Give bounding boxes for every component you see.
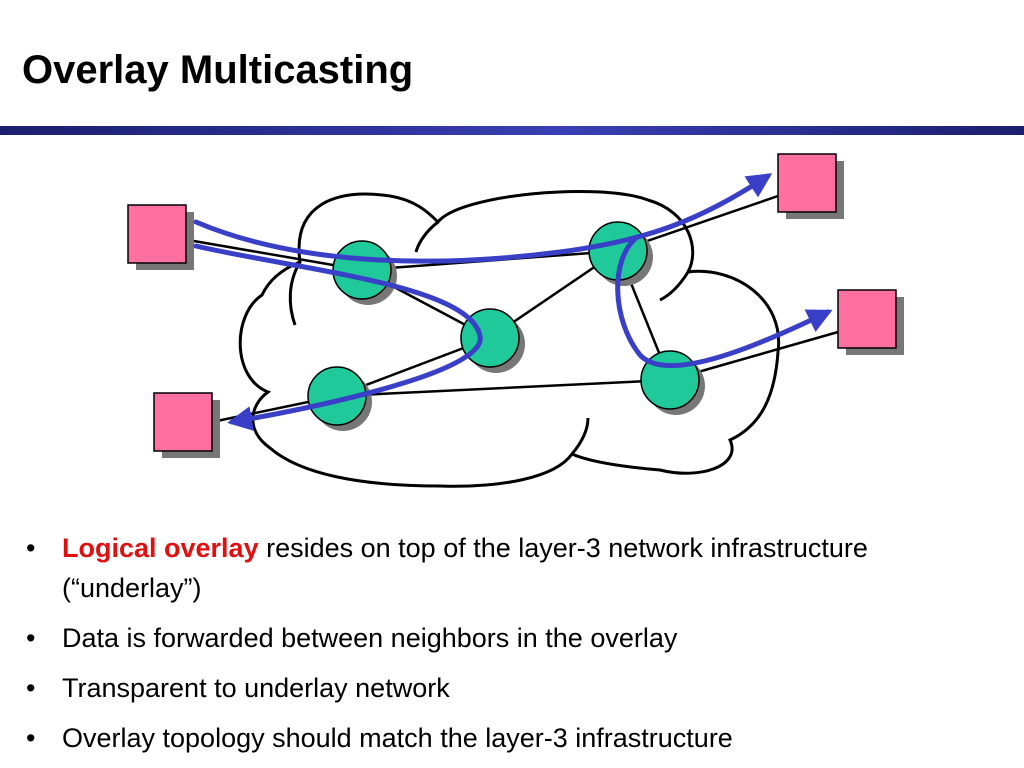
bullet-item: • Transparent to underlay network <box>22 668 1002 708</box>
host-b <box>777 153 844 219</box>
bullet-text: Data is forwarded between neighbors in t… <box>62 623 678 653</box>
bullet-text: Overlay topology should match the layer-… <box>62 723 733 753</box>
host-a <box>127 204 194 270</box>
overlay-path-to-host-b <box>193 173 773 264</box>
host-c <box>837 289 904 355</box>
bullet-text: Transparent to underlay network <box>62 673 450 703</box>
bullet-dot: • <box>26 533 36 563</box>
title-rule <box>0 126 1024 135</box>
bullet-dot: • <box>26 623 36 653</box>
overlay-diagram <box>127 153 904 488</box>
bullet-dot: • <box>26 673 36 703</box>
bullet-item: • Logical overlay resides on top of the … <box>22 528 1002 608</box>
overlay-path-to-host-c <box>615 235 833 369</box>
link-router4-router5 <box>336 378 671 398</box>
bullet-item: • Data is forwarded between neighbors in… <box>22 618 1002 658</box>
overlay-paths <box>193 173 833 431</box>
slide-title: Overlay Multicasting <box>22 48 414 92</box>
overlay-path-to-host-d <box>193 243 483 431</box>
hosts <box>127 153 904 458</box>
bullet-text: resides on top of the layer-3 network in… <box>62 533 868 603</box>
bullet-highlight: Logical overlay <box>62 533 259 563</box>
bullet-dot: • <box>26 723 36 753</box>
bullet-item: • Overlay topology should match the laye… <box>22 718 1002 758</box>
host-d <box>153 392 220 458</box>
bullet-list: • Logical overlay resides on top of the … <box>22 528 1002 768</box>
